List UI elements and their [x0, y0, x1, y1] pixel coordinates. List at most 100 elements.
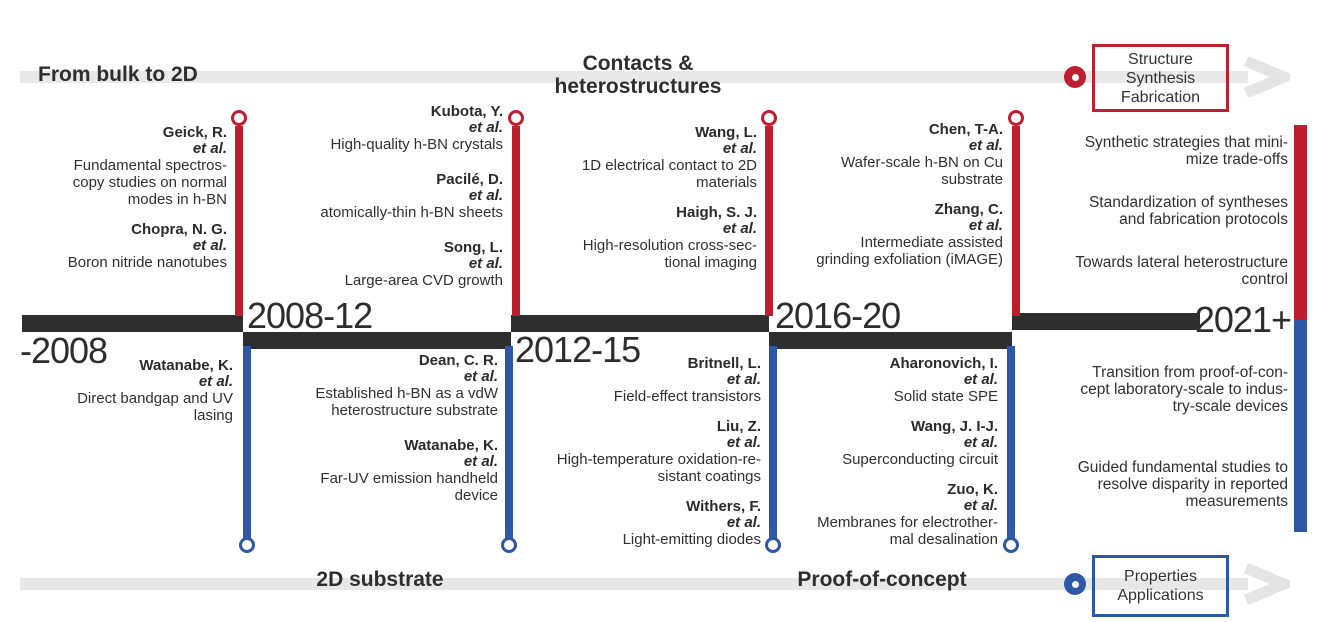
event-stem — [235, 126, 243, 316]
endbar-red — [1294, 125, 1307, 320]
events-bottom-pre2008: Watanabe, K. et al. Direct bandgap and U… — [23, 357, 233, 437]
event-entry: Haigh, S. J. et al. High-resolution cros… — [527, 204, 757, 271]
period-label-2008-12: 2008-12 — [247, 295, 373, 336]
event-entry: Geick, R. et al. Fundamental spectros- c… — [27, 124, 227, 208]
event-stem — [769, 346, 777, 542]
event-description: atomically-thin h-BN sheets — [320, 204, 503, 221]
events-top-2012-15: Wang, L. et al. 1D electrical contact to… — [527, 124, 757, 284]
author: Zuo, K. — [947, 481, 998, 498]
event-circle-icon — [231, 110, 247, 126]
etal: et al. — [963, 434, 998, 451]
author: Kubota, Y. — [430, 103, 503, 120]
author: Pacilé, D. — [436, 171, 503, 188]
etal: et al. — [468, 255, 503, 272]
event-stem — [765, 126, 773, 316]
event-description: Large-area CVD growth — [344, 272, 503, 289]
event-stem — [1007, 346, 1015, 542]
event-entry: Aharonovich, I. et al. Solid state SPE — [758, 355, 998, 405]
event-stem — [243, 346, 251, 542]
author: Withers, F. — [686, 498, 761, 515]
events-top-2016-20: Chen, T-A. et al. Wafer-scale h-BN on Cu… — [763, 121, 1003, 281]
period-label-2021plus: 2021+ — [1194, 299, 1292, 340]
legend-properties-applications: Properties Applications — [1092, 555, 1229, 617]
author: Song, L. — [443, 239, 503, 256]
event-entry: Britnell, L. et al. Field-effect transis… — [511, 355, 761, 405]
etal: et al. — [192, 237, 227, 254]
timeline-segment-pre2008 — [22, 315, 243, 332]
author: Geick, R. — [162, 124, 227, 141]
author: Haigh, S. J. — [676, 204, 757, 221]
author: Wang, J. I-J. — [911, 418, 998, 435]
event-entry: Watanabe, K. et al. Far-UV emission hand… — [258, 437, 498, 504]
timeline-segment-2016-20 — [769, 332, 1012, 349]
note: Synthetic strategies that mini- mize tra… — [1084, 134, 1288, 168]
etal: et al. — [968, 217, 1003, 234]
phase-from-bulk-to-2d: From bulk to 2D — [38, 63, 198, 86]
event-entry: Dean, C. R. et al. Established h-BN as a… — [258, 352, 498, 419]
etal: et al. — [198, 373, 233, 390]
etal: et al. — [726, 371, 761, 388]
note: Transition from proof-of-con- cept labor… — [1080, 364, 1288, 415]
events-bottom-2008-12: Dean, C. R. et al. Established h-BN as a… — [258, 352, 498, 517]
event-stem — [512, 126, 520, 316]
event-description: Membranes for electrother- mal desalinat… — [817, 514, 998, 548]
events-bottom-2016-20: Aharonovich, I. et al. Solid state SPE W… — [758, 355, 998, 561]
event-entry: Chopra, N. G. et al. Boron nitride nanot… — [27, 221, 227, 271]
note: Standardization of syntheses and fabrica… — [1088, 194, 1288, 228]
event-entry: Zhang, C. et al. Intermediate assisted g… — [763, 201, 1003, 268]
etal: et al. — [722, 140, 757, 157]
event-description: High-resolution cross-sec- tional imagin… — [582, 237, 757, 271]
event-description: High-temperature oxidation-re- sistant c… — [556, 451, 761, 485]
event-entry: Withers, F. et al. Light-emitting diodes — [511, 498, 761, 548]
event-entry: Wang, L. et al. 1D electrical contact to… — [527, 124, 757, 191]
author: Chopra, N. G. — [131, 221, 227, 238]
etal: et al. — [963, 497, 998, 514]
event-circle-icon — [239, 537, 255, 553]
notes-bottom-right: Transition from proof-of-con- cept labor… — [1028, 364, 1288, 510]
note: Towards lateral heterostructure control — [1075, 254, 1288, 288]
event-circle-icon — [501, 537, 517, 553]
etal: et al. — [963, 371, 998, 388]
event-stem — [505, 346, 513, 542]
event-description: Intermediate assisted grinding exfoliati… — [816, 234, 1003, 268]
legend-structure-synthesis-fabrication: Structure Synthesis Fabrication — [1092, 44, 1229, 112]
etal: et al. — [468, 119, 503, 136]
timeline-segment-2008-12 — [243, 332, 511, 349]
etal: et al. — [463, 368, 498, 385]
etal: et al. — [468, 187, 503, 204]
event-circle-icon — [1008, 110, 1024, 126]
event-entry: Zuo, K. et al. Membranes for electrother… — [758, 481, 998, 548]
author: Britnell, L. — [687, 355, 761, 372]
event-description: 1D electrical contact to 2D materials — [581, 157, 757, 191]
event-description: Light-emitting diodes — [622, 531, 761, 548]
bottom-axis-marker-icon — [1064, 573, 1086, 595]
author: Watanabe, K. — [139, 357, 233, 374]
event-entry: Chen, T-A. et al. Wafer-scale h-BN on Cu… — [763, 121, 1003, 188]
event-entry: Pacilé, D. et al. atomically-thin h-BN s… — [273, 171, 503, 221]
author: Wang, L. — [695, 124, 757, 141]
phase-contacts-heterostructures: Contacts & heterostructures — [554, 52, 722, 98]
author: Aharonovich, I. — [889, 355, 998, 372]
phase-proof-of-concept: Proof-of-concept — [797, 568, 967, 591]
period-label-2012-15: 2012-15 — [515, 329, 641, 370]
event-circle-icon — [508, 110, 524, 126]
event-description: Superconducting circuit — [842, 451, 998, 468]
event-circle-icon — [1003, 537, 1019, 553]
event-description: Wafer-scale h-BN on Cu substrate — [841, 154, 1003, 188]
top-axis-arrowhead-icon — [1243, 57, 1290, 97]
event-entry: Kubota, Y. et al. High-quality h-BN crys… — [273, 103, 503, 153]
marker-hole — [1071, 73, 1079, 81]
event-stem — [1012, 126, 1020, 316]
event-description: Field-effect transistors — [613, 388, 761, 405]
event-description: Established h-BN as a vdW heterostructur… — [315, 385, 498, 419]
period-label-2016-20: 2016-20 — [775, 295, 901, 336]
notes-top-right: Synthetic strategies that mini- mize tra… — [1033, 134, 1288, 288]
event-description: Far-UV emission handheld device — [320, 470, 498, 504]
etal: et al. — [722, 220, 757, 237]
author: Liu, Z. — [716, 418, 761, 435]
event-description: Boron nitride nanotubes — [67, 254, 227, 271]
timeline-segment-2012-15 — [511, 315, 769, 332]
bottom-axis-arrowhead-icon — [1243, 564, 1290, 604]
event-description: Fundamental spectros- copy studies on no… — [72, 157, 227, 208]
